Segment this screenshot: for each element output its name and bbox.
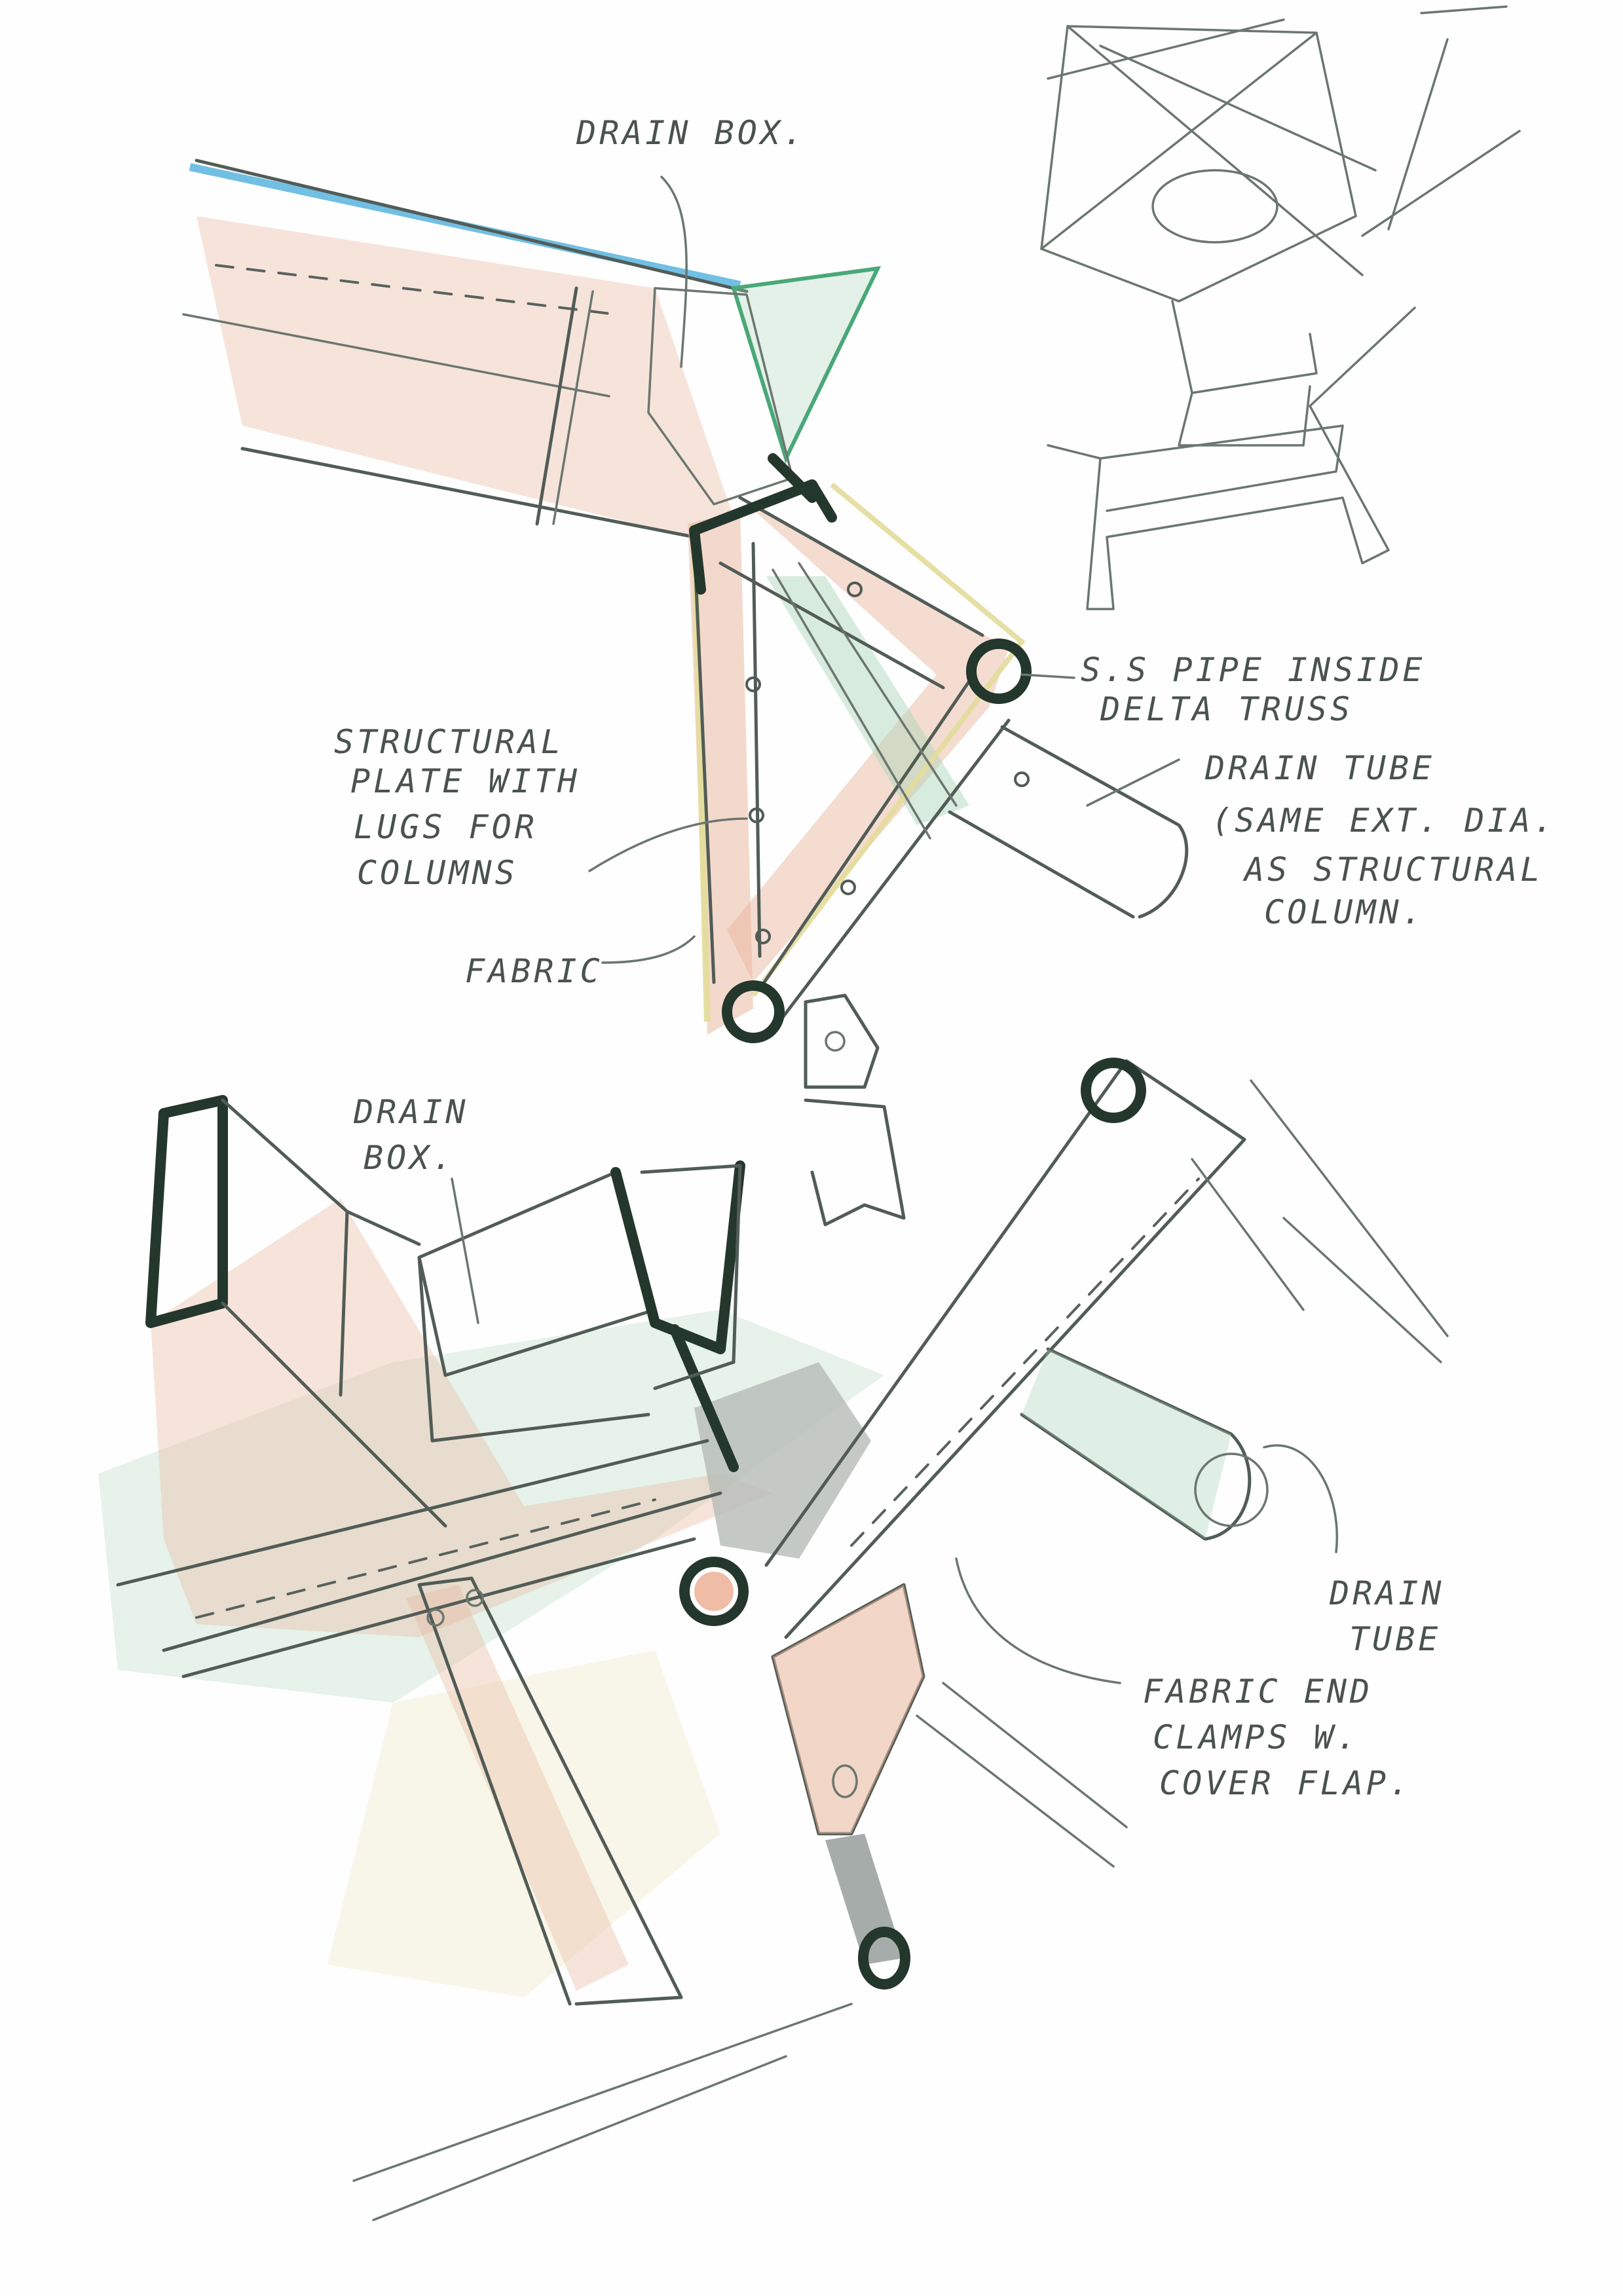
beam-joint-line-1 [535,286,578,526]
column-stub-end [858,1927,910,1990]
leader-drain-box-bottom [451,1177,479,1324]
label-drain-box-bottom-line2: BOX. [364,1139,455,1177]
label-structural-plate-line4: COLUMNS [357,854,518,892]
diagonal-tube-dashed [850,1177,1200,1547]
label-drain-tube-bottom-line1: DRAIN [1329,1574,1445,1612]
diagonal-tube-end [1081,1058,1146,1123]
label-drain-box-bottom-line1: DRAIN [353,1093,469,1131]
lower-column [417,1576,683,2006]
main-beam-dashed [195,1498,656,1619]
leader-structural-plate [588,817,748,872]
diagonal-tube [764,1059,1246,1639]
leader-drain-box-top [660,176,688,368]
truss-green-shading [766,576,969,825]
column-lug-hole [825,1031,846,1052]
bolt-dots [745,582,1030,944]
drain-box-bracket [610,1160,745,1472]
beam-dashed-line-1 [215,264,617,316]
label-structural-plate-line1: STRUCTURAL [334,723,564,761]
lower-green-shading [98,1310,884,1703]
label-drain-tube-line3: AS STRUCTURAL [1242,851,1543,889]
leader-drain-tube [1086,758,1180,807]
label-ss-pipe-line1: S.S PIPE INSIDE [1081,651,1426,689]
drain-tube-lower [1020,1347,1252,1541]
truss-diagonal-arm [718,496,1011,1024]
drain-box-outline [647,287,794,506]
truss-diagonal-inner [772,562,958,840]
label-structural-plate-line2: PLATE WITH [350,762,580,800]
beam-line-2 [182,313,610,398]
fabric-clamp-hole [832,1764,858,1798]
lower-column-bolt-2 [466,1589,484,1607]
drain-tube-lower-end [1194,1453,1269,1527]
label-ss-pipe-line2: DELTA TRUSS [1100,690,1353,728]
label-structural-plate-line3: LUGS FOR [354,808,538,846]
ss-pipe-node [966,639,1032,704]
leader-drain-tube-bottom [1263,1444,1338,1553]
leader-fabric-clamps [955,1557,1121,1684]
upper-truss-sketch [182,5,1521,1227]
structural-plate [689,453,837,595]
truss-arm-diagonal-shading [727,498,1009,982]
column-below [804,1098,906,1227]
annotations: DRAIN BOX. S.S PIPE INSIDE DELTA TRUSS S… [334,114,1557,1802]
tube-end-left [679,1557,749,1626]
label-fabric-clamps-line3: COVER FLAP. [1159,1764,1412,1802]
leader-ss-pipe [1020,673,1075,679]
label-fabric-clamps-line2: CLAMPS W. [1153,1718,1360,1756]
beam-orange-shading [196,216,734,537]
label-drain-tube-bottom-line2: TUBE [1349,1620,1441,1658]
leader-lines [451,176,1338,1684]
lower-column-bolt-1 [426,1608,445,1627]
lower-yellow-shading [327,1650,720,1997]
label-fabric: FABRIC [465,952,603,990]
label-drain-tube-line4: COLUMN. [1264,893,1425,931]
bottom-pipe-node [722,980,785,1043]
beam-joint-line-2 [552,290,594,525]
fabric-clamp-plate-fill [773,1585,923,1834]
beam-top-line [195,158,749,293]
beam-bottom-line [240,447,696,539]
label-drain-tube-line2: (SAME EXT. DIA. [1212,802,1557,840]
truss-left-arm [692,542,762,984]
ground-line [352,1158,1305,2221]
main-beam [116,1439,722,1678]
fabric-edge-lines [916,1079,1449,1868]
drain-box-flap [640,1164,742,1390]
upper-right-detail [1040,5,1521,610]
lower-grey-shading [694,1362,871,1559]
truss-yellow-edge-2 [751,482,1026,997]
label-fabric-clamps-line1: FABRIC END [1143,1673,1373,1711]
tube-end-left-fill [694,1572,734,1611]
drain-box-green-outline [731,266,882,464]
drain-tube-lower-shading [1022,1349,1231,1539]
label-drain-tube-line1: DRAIN TUBE [1204,749,1435,787]
column-lug [804,993,880,1089]
leader-fabric [601,935,696,964]
lower-perspective-sketch [98,1058,1449,2221]
drain-box-body [221,1098,447,1528]
label-drain-box-top: DRAIN BOX. [576,114,806,152]
column-orange-shading [406,1585,629,1991]
drain-tube-upper [948,725,1189,919]
lower-orange-shading [151,1198,773,1637]
